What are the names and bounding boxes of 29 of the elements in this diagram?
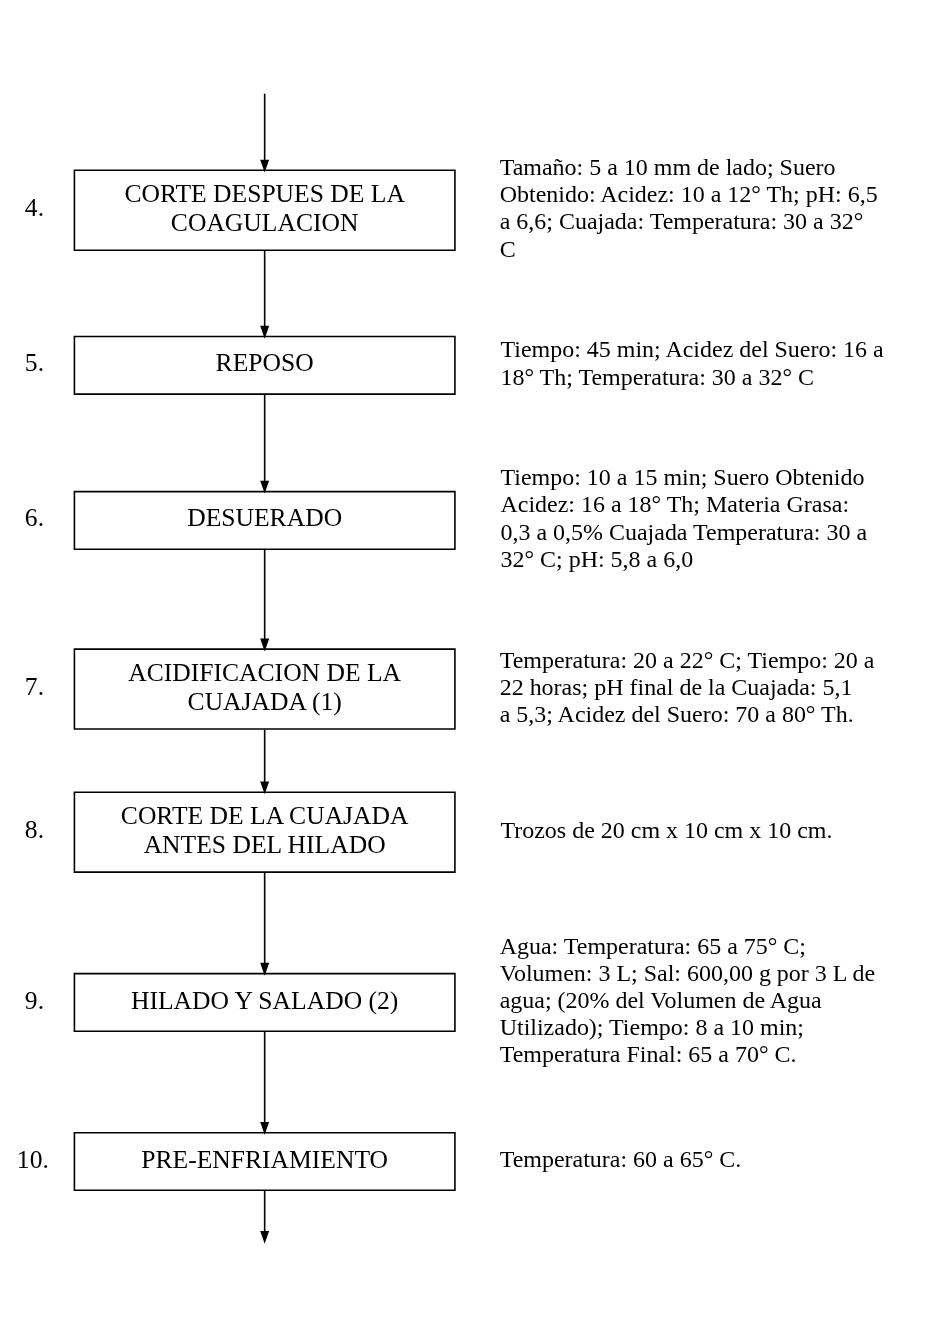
node-label: 7. <box>24 671 45 701</box>
arrow <box>260 1030 270 1135</box>
node-label: Tamaño: 5 a 10 mm de lado; Suero Obtenido: Acidez: 10 a 12° Th; pH: 6,5 a 6,6; Cuajada: Temperatura: 30 a 32° C <box>499 153 878 262</box>
arrow <box>260 728 270 794</box>
node-box: CORTE DE LA CUAJADA ANTES DEL HILADO <box>73 790 456 873</box>
arrow <box>260 548 270 651</box>
node-label: 6. <box>24 502 45 532</box>
node-box: HILADO Y SALADO (2) <box>73 972 456 1032</box>
node-label: 9. <box>24 985 45 1015</box>
node-box: ACIDIFICACION DE LA CUAJADA (1) <box>73 647 456 730</box>
node-label: Tiempo: 45 min; Acidez del Suero: 16 a 18° Th; Temperatura: 30 a 32° C <box>500 335 884 390</box>
node-box: DESUERADO <box>73 490 456 550</box>
arrow <box>260 1189 270 1244</box>
node-label: 4. <box>24 192 45 222</box>
node-label: 10. <box>16 1144 49 1174</box>
arrow <box>260 871 270 976</box>
node-box: PRE-ENFRIAMIENTO <box>73 1131 456 1191</box>
node-label: Agua: Temperatura: 65 a 75° C; Volumen: 3 L; Sal: 600,00 g por 3 L de agua; (20% del Volumen de Agua Utilizado); Tiempo: 8 a 10 min; Temperatura Final: 65 a 70° C. <box>499 932 876 1067</box>
arrow <box>260 249 270 339</box>
arrow <box>260 92 270 172</box>
node-label: Tiempo: 10 a 15 min; Suero Obtenido Acidez: 16 a 18° Th; Materia Grasa: 0,3 a 0,5% Cuajada Temperatura: 30 a 32° C; pH: 5,8 a 6,0 <box>500 463 868 572</box>
node-label: Trozos de 20 cm x 10 cm x 10 cm. <box>500 816 833 843</box>
arrow <box>260 393 270 494</box>
node-label: Temperatura: 60 a 65° C. <box>499 1145 742 1172</box>
node-label: 5. <box>24 347 45 377</box>
node-box: REPOSO <box>73 335 456 395</box>
node-label: Temperatura: 20 a 22° C; Tiempo: 20 a 22 horas; pH final de la Cuajada: 5,1 a 5,3; Acidez del Suero: 70 a 80° Th. <box>499 646 875 727</box>
node-box: CORTE DESPUES DE LA COAGULACION <box>73 169 456 251</box>
node-label: 8. <box>24 814 45 844</box>
